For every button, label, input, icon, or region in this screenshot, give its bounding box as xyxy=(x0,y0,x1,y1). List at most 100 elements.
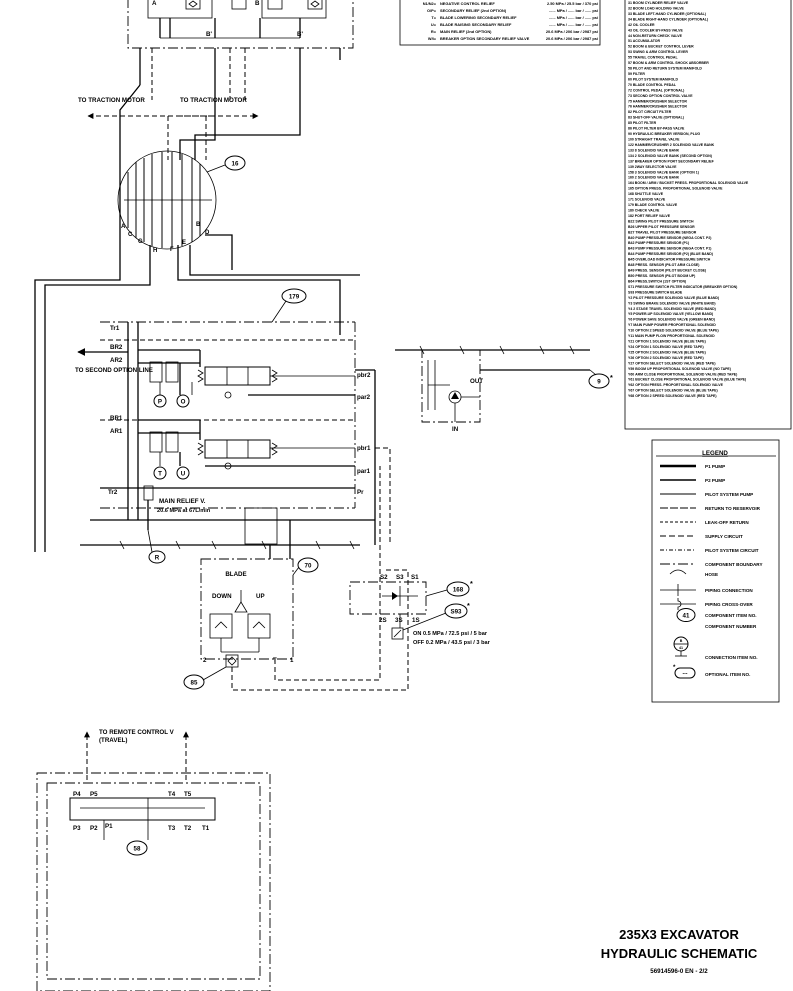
parts-list-item: 122 HAMMER/CRUSHER 2 SOLENOID VALVE BANK xyxy=(628,143,715,147)
svg-text:1: 1 xyxy=(290,657,294,664)
svg-text:OUT: OUT xyxy=(470,378,483,385)
parts-list-item: B64 PRESS.SWITCH (1ST OPTION) xyxy=(628,279,686,283)
svg-text:P3: P3 xyxy=(73,825,81,832)
svg-text:B': B' xyxy=(297,31,303,38)
svg-text:pbr1: pbr1 xyxy=(357,445,371,452)
svg-text:16: 16 xyxy=(232,161,239,168)
parts-list-item: Y68 OPTION 2 SPEED SOLENOID VALVE (RED T… xyxy=(628,394,717,398)
svg-text:41: 41 xyxy=(683,613,690,620)
svg-text:*: * xyxy=(610,373,613,382)
svg-text:UP: UP xyxy=(256,593,265,600)
svg-text:20.6 MPa at 67L/min: 20.6 MPa at 67L/min xyxy=(157,508,211,514)
parts-list-item: 44 NON-RETURN CHECK VALVE xyxy=(628,34,683,38)
legend-item-label: PILOT SYSTEM CIRCUIT xyxy=(705,548,759,553)
svg-text:179: 179 xyxy=(289,294,300,301)
parts-list-item: B43 PUMP PRESSURE SENSOR (NEGA CONT. P1) xyxy=(628,247,711,251)
blade-control-valve-179: 179 Tr1 BR2 AR2 BR1 AR1 Tr2 TO SECOND OP… xyxy=(75,288,375,564)
svg-text:41: 41 xyxy=(679,646,683,650)
svg-text:T1: T1 xyxy=(202,825,210,832)
legend-item-label: RETURN TO RESERVOIR xyxy=(705,506,761,511)
swivel-port-label: F xyxy=(170,247,174,253)
svg-text:168: 168 xyxy=(453,587,464,594)
svg-text:P5: P5 xyxy=(90,791,98,798)
legend-item-label: HOSE xyxy=(705,572,718,577)
to-second-option-line: TO SECOND OPTION LINE xyxy=(75,367,153,374)
parts-list-item: 171 SOLENOID VALVE xyxy=(628,198,666,202)
relief-code: U= xyxy=(431,22,437,27)
legend-sample-item-no xyxy=(676,608,696,622)
parts-list-item: Y67 OPTION SELECT SOLENOID VALVE (BLUE T… xyxy=(628,389,718,393)
svg-text:IN: IN xyxy=(452,426,459,433)
svg-text:(TRAVEL): (TRAVEL) xyxy=(99,737,127,744)
parts-list-item: 60 PILOT SYSTEM MANIFOLD xyxy=(628,77,678,81)
parts-list-item: 100 STRAIGHT TRAVEL VALVE xyxy=(628,138,680,142)
shuttle-valve-168: S2 S3 S1 2S 3S 1S 168 * ON 0.5 MPa / 72.… xyxy=(349,574,491,646)
parts-list-item: 72 CONTROL PEDAL (OPTIONAL) xyxy=(628,88,684,92)
legend-item-label: PILOT SYSTEM PUMP xyxy=(705,492,753,497)
parts-list-item: Y11 MAIN PUMP FLOW PROPORTIONAL SOLENOID xyxy=(628,334,715,338)
legend-item-label: COMPONENT NUMBER xyxy=(705,624,757,629)
parts-list-item: 160 2 SOLENOID VALVE BANK xyxy=(628,176,680,180)
relief-code: W/I= xyxy=(428,36,437,41)
svg-text:B: B xyxy=(255,0,260,7)
relief-name: MAIN RELIEF (2nd OPTION) xyxy=(440,29,492,34)
svg-text:MAIN RELIEF V.: MAIN RELIEF V. xyxy=(159,498,206,505)
parts-list-item: 86 PILOT FILTER BY-PASS VALVE xyxy=(628,127,685,131)
port-U xyxy=(176,466,190,480)
svg-text:S1: S1 xyxy=(411,574,419,581)
svg-text:*: * xyxy=(470,579,473,588)
parts-list-item: B22 SWING PILOT PRESSURE SWITCH xyxy=(628,219,694,223)
parts-list-item: Y21 OPTION 1 SOLENOID VALVE (BLUE TAPE) xyxy=(628,340,706,344)
parts-list-item: S71 PRESSURE SWITCH FILTER INDICATOR (BR… xyxy=(628,285,737,289)
pressure-switch-s93 xyxy=(391,627,404,640)
parts-list-item: Y62 OPTION PRESS. PROPORTIONAL SOLENOID … xyxy=(628,383,724,387)
relief-value: 20.6 MPa / 206 bar / 2987 psi xyxy=(546,29,598,34)
parts-list-item: 73 SECOND OPTION CONTROL VALVE xyxy=(628,94,693,98)
parts-list-item: Y59 BOOM UP PROPORTIONAL SOLENOID VALVE … xyxy=(628,367,731,371)
parts-list-item: 34 BLADE RIGHT-HAND CYLINDER (OPTIONAL) xyxy=(628,17,708,21)
swivel-port-label: D xyxy=(205,230,210,236)
parts-list-item: 53 SWING & ARM CONTROL LEVER xyxy=(628,50,688,54)
callout-85 xyxy=(183,674,205,690)
relief-code: O/P= xyxy=(427,8,437,13)
port-P xyxy=(153,394,167,408)
parts-list-item: 52 BOOM & BUCKET CONTROL LEVER xyxy=(628,45,694,49)
parts-list-item: 82 PILOT CIRCUIT FILTER xyxy=(628,110,672,114)
legend-item-label: CONNECTION ITEM NO. xyxy=(705,655,758,660)
svg-text:S2: S2 xyxy=(380,574,388,581)
parts-list-item: S93 PRESSURE SWITCH BLADE xyxy=(628,290,683,294)
svg-text:Tr1: Tr1 xyxy=(110,325,120,332)
parts-list-item: 43 OIL COOLER BY-PASS VALVE xyxy=(628,28,683,32)
parts-list-item: 179 BLADE CONTROL VALVE xyxy=(628,203,678,207)
parts-list-item: Y3 SWING BRAKE SOLENOID VALVE (WHITE BAN… xyxy=(628,301,716,305)
svg-text:OFF 0.2 MPa / 43.5 psi / 3 bar: OFF 0.2 MPa / 43.5 psi / 3 bar xyxy=(413,640,491,646)
svg-text:T: T xyxy=(158,471,162,478)
legend-item-label: COMPONENT BOUNDARY xyxy=(705,562,763,567)
legend-sample-hose xyxy=(669,569,687,575)
parts-list-item: Y2 PILOT PRESSURE SOLENOID VALVE (BLUE B… xyxy=(628,296,719,300)
callout-16 xyxy=(224,155,246,171)
blade-control-pedal-70: BLADE DOWN UP 2 T 1 70 85 xyxy=(183,447,409,691)
callout-9 xyxy=(588,373,610,389)
parts-list-item: 165 OPTION PRESS. PROPORTIONAL SOLENOID … xyxy=(628,187,723,191)
parts-list-item: B50 PRESS. SENSOR (PILOT BOOM UP) xyxy=(628,274,695,278)
svg-text:DOWN: DOWN xyxy=(212,593,232,600)
parts-list-item: 42 OIL COOLER xyxy=(628,23,655,27)
title-model: 235X3 EXCAVATOR xyxy=(619,927,739,942)
legend-sample-optional xyxy=(674,667,696,679)
relief-name: SECONDARY RELIEF (2nd OPTION) xyxy=(440,8,507,13)
parts-list-item: 32 BOOM LOAD HOLDING VALVE xyxy=(628,6,685,10)
svg-text:T3: T3 xyxy=(168,825,176,832)
relief-value: 2.50 MPa / 25.5 bar / 370 psi xyxy=(547,1,598,6)
parts-list-item: 75 HAMMER/CRUSHER SELECTOR xyxy=(628,99,687,103)
parts-list-item: Y4 2 STAGE TRAVEL SOLENOID VALVE (RED BA… xyxy=(628,307,716,311)
parts-list-item: 31 BOOM CYLINDER RELIEF VALVE xyxy=(628,1,689,5)
svg-text:TO REMOTE CONTROL V: TO REMOTE CONTROL V xyxy=(99,729,175,736)
parts-list-item: 57 BOOM & ARM CONTROL SHOCK ABSORBER xyxy=(628,61,709,65)
port-O xyxy=(176,394,190,408)
parts-list-item: Y5 POWER-UP SOLENOID VALVE (YELLOW BAND) xyxy=(628,312,713,316)
traction-lines: TO TRACTION MOTOR TO TRACTION MOTOR xyxy=(78,97,301,160)
